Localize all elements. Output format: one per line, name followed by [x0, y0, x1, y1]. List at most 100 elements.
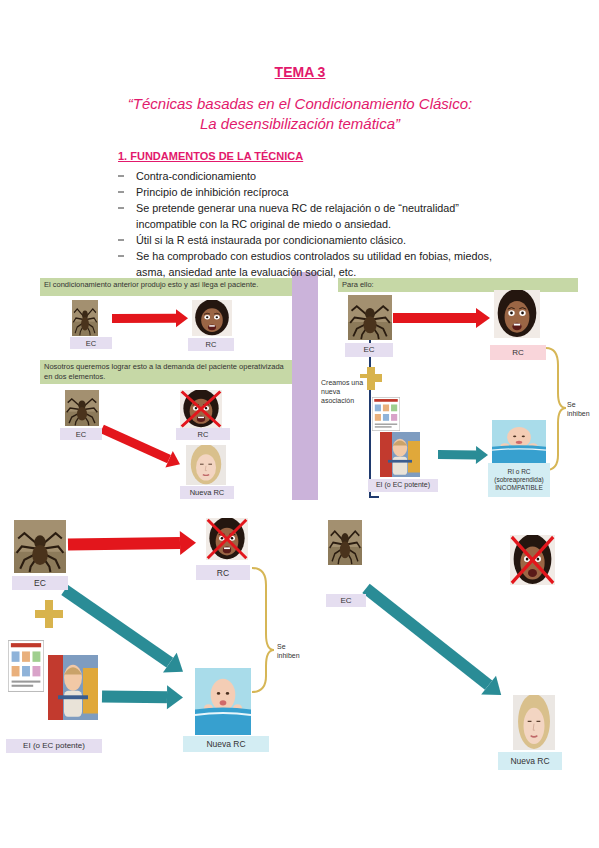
ellipse-shape [393, 439, 407, 457]
rect-shape [22, 666, 30, 676]
arrow-part [165, 451, 180, 467]
ellipse-shape [214, 315, 220, 319]
ellipse-shape [204, 315, 210, 319]
block-arrow [438, 446, 488, 464]
spider-picture [72, 300, 98, 336]
rect-shape [45, 600, 53, 628]
ellipse-shape [507, 427, 531, 448]
spider-picture [65, 390, 99, 426]
rect-shape [206, 518, 248, 560]
rect-shape [328, 520, 362, 565]
path-shape [531, 736, 538, 737]
circle-shape [510, 312, 513, 315]
rect-shape [375, 424, 397, 425]
path-shape [64, 667, 82, 674]
g-shape [330, 531, 361, 564]
block-arrow [100, 425, 180, 468]
rect-shape [195, 668, 251, 735]
stimulus-card: Nueva RC [498, 695, 562, 771]
rect-shape [12, 651, 20, 661]
plus-sign [35, 600, 63, 628]
g-shape [17, 533, 64, 572]
ellipse-shape [195, 300, 229, 335]
label-box: RC [188, 338, 234, 351]
child-picture [380, 432, 420, 477]
rect-shape [510, 535, 555, 585]
band-text: Para ello: [342, 280, 574, 290]
ellipse-shape [197, 416, 205, 422]
spider-picture [14, 520, 66, 573]
rect-shape [8, 641, 43, 692]
rect-shape [48, 655, 98, 720]
rect-shape [72, 300, 98, 336]
rect-shape [198, 417, 204, 419]
rect-shape [35, 610, 63, 618]
line-shape [118, 176, 124, 177]
label-box: EI (o EC potente) [368, 479, 438, 492]
inhibition-brace [252, 568, 274, 692]
arrow-part [476, 446, 488, 464]
arrow-part [393, 313, 476, 323]
rect-shape [348, 295, 392, 340]
arrow-part [163, 653, 183, 673]
stimulus-card: EC [60, 390, 102, 440]
bullet-text: Se ha comprobado con estudios controlado… [136, 248, 516, 280]
inhibition-brace [546, 348, 566, 470]
bullet-dash [118, 176, 124, 256]
ellipse-shape [522, 435, 525, 437]
ellipse-shape [363, 316, 376, 333]
spider-picture [348, 295, 392, 340]
rect-shape [32, 666, 40, 676]
rect-shape [375, 414, 381, 421]
stimulus-card: EC [345, 295, 393, 357]
arrow-part [112, 314, 176, 323]
stimulus-card: EI (o EC potente) [6, 640, 102, 753]
ellipse-shape [340, 541, 350, 558]
label-box: RI o RC (sobreaprendida) INCOMPATIBLE [488, 463, 550, 497]
label-box: RC [176, 428, 230, 440]
band-text: El condicionamiento anterior produjo est… [44, 280, 288, 290]
ellipse-shape [514, 534, 552, 584]
rect-shape [12, 685, 34, 687]
calm-picture [513, 695, 555, 750]
scared-picture [494, 290, 540, 338]
label-box: Nueva RC [183, 736, 269, 752]
arrow-part [100, 425, 171, 464]
circle-shape [231, 537, 234, 540]
stimulus-card: RC [176, 390, 230, 440]
rect-shape [209, 325, 215, 326]
bath-picture [492, 420, 546, 463]
band-text: Nosotros queremos lograr esto a la deman… [44, 362, 288, 382]
rect-shape [12, 666, 20, 676]
rect-shape [367, 367, 375, 390]
bracket-note: Creamos una nueva asociación [321, 378, 367, 405]
path-shape [200, 464, 212, 465]
label-box: EC [12, 576, 68, 590]
rect-shape [22, 651, 30, 661]
arrow-part [68, 537, 180, 551]
rect-shape [58, 695, 88, 699]
ellipse-shape [519, 310, 525, 316]
ellipse-shape [226, 692, 229, 695]
rect-shape [375, 426, 392, 427]
line-shape [118, 256, 124, 257]
section-heading: 1. FUNDAMENTOS DE LA TÉCNICA [118, 150, 438, 162]
ellipse-shape [505, 301, 530, 333]
rect-shape [372, 397, 399, 430]
rect-shape [374, 399, 398, 402]
label-box: EC [326, 594, 366, 607]
label-box: EC [70, 337, 112, 349]
arrow-part [438, 450, 476, 459]
path-shape [512, 537, 553, 583]
line-shape [118, 240, 124, 241]
arrow-part [167, 685, 183, 709]
rect-shape [48, 655, 63, 720]
label-box: Nueva RC [498, 752, 562, 770]
circle-shape [526, 558, 529, 561]
rect-shape [393, 457, 407, 475]
g-shape [73, 309, 96, 335]
ellipse-shape [535, 556, 541, 562]
arrow-part [476, 308, 490, 328]
stimulus-card: RI o RC (sobreaprendida) INCOMPATIBLE [488, 420, 550, 498]
